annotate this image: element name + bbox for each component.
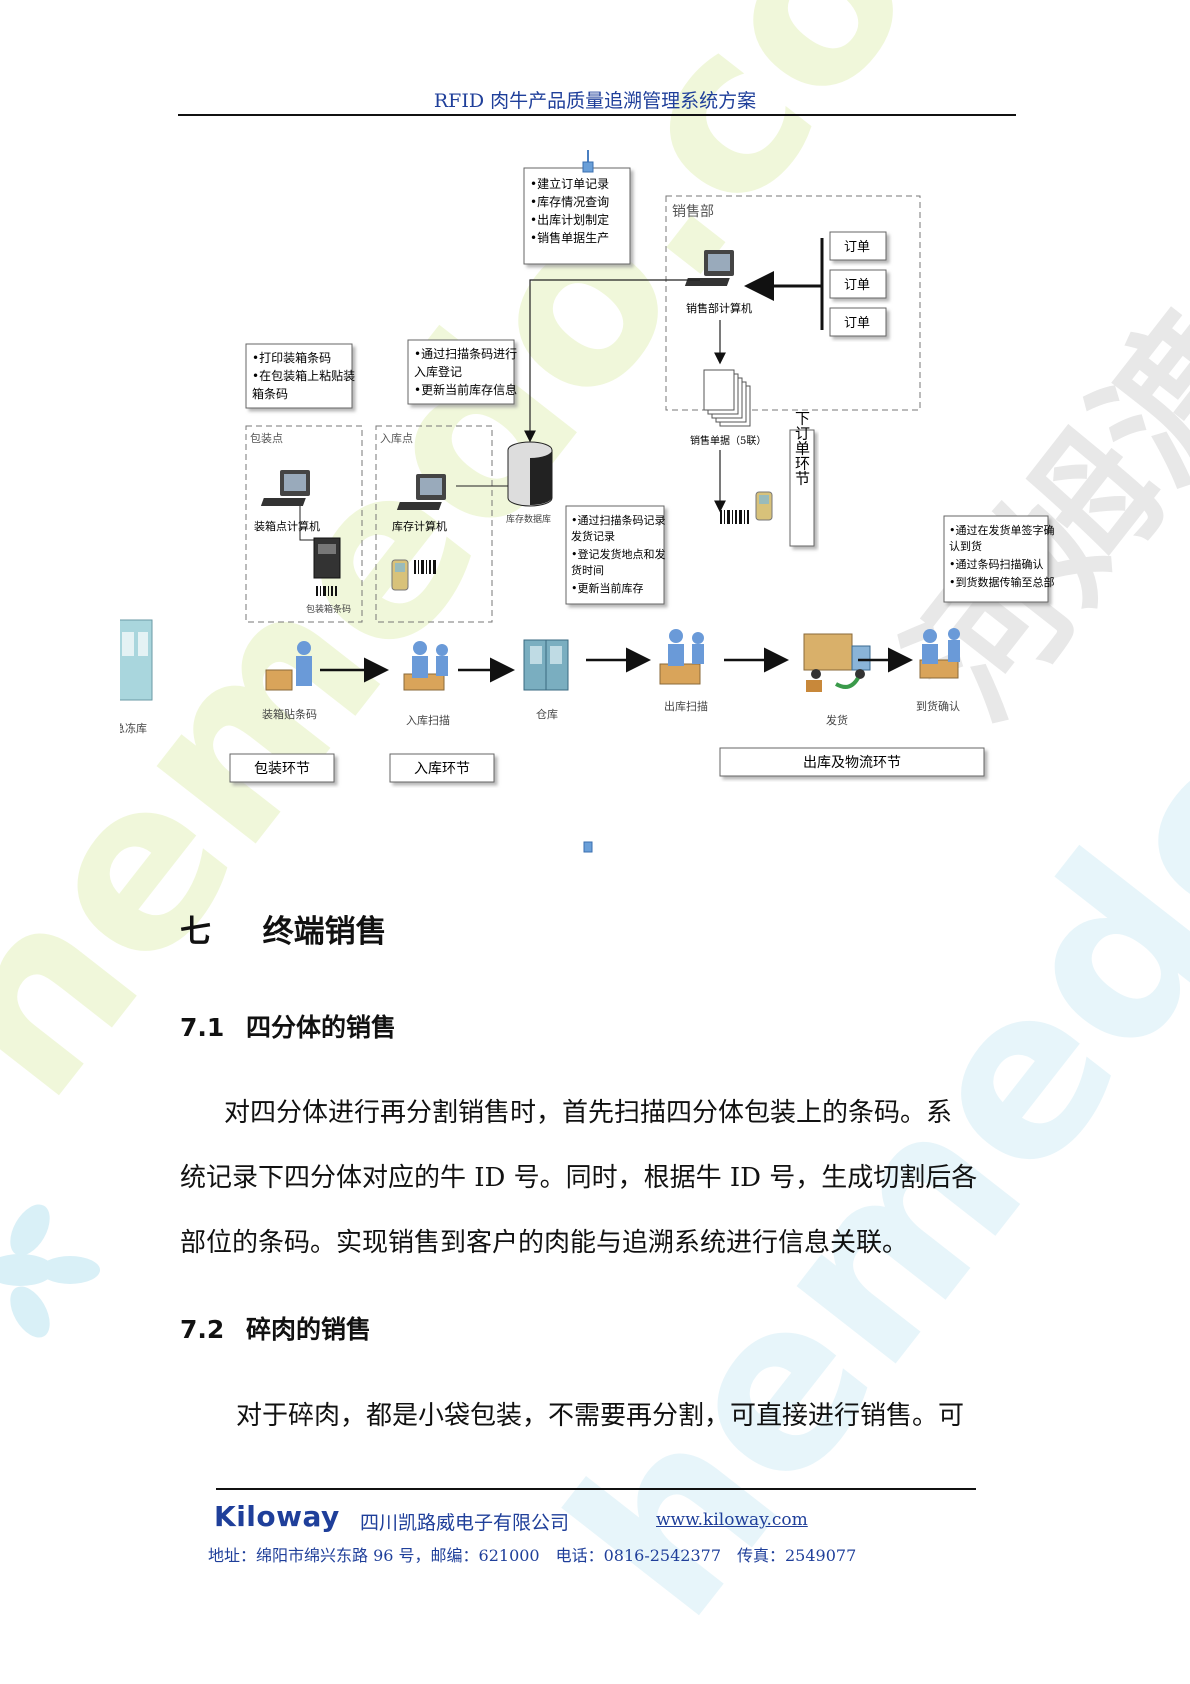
- subsection-title: 四分体的销售: [246, 1013, 397, 1042]
- svg-text:发货记录: 发货记录: [571, 529, 615, 543]
- order-record-line: •库存情况查询: [530, 194, 609, 209]
- sales-dept-region: 销售部 销售部计算机 订单 订单 订单: [665, 195, 921, 411]
- svg-text:装箱贴条码: 装箱贴条码: [262, 707, 317, 721]
- svg-text:•通过扫描条码进行: •通过扫描条码进行: [414, 347, 517, 361]
- order-record-box: •建立订单记录 •库存情况查询 •出库计划制定 •销售单据生产: [523, 150, 631, 265]
- svg-text:•更新当前库存: •更新当前库存: [571, 581, 644, 595]
- barcode-icon: [414, 560, 436, 574]
- footer-rule: [216, 1488, 976, 1490]
- svg-text:出库及物流环节: 出库及物流环节: [803, 755, 901, 771]
- order-record-line: •销售单据生产: [530, 230, 609, 245]
- barcode-icon: [316, 586, 337, 596]
- flow-node-outbound-scan-icon: [659, 629, 704, 685]
- svg-text:入库环节: 入库环节: [414, 761, 470, 777]
- footer-brand-logo: Kiloway: [214, 1500, 340, 1533]
- database-icon: [507, 441, 553, 507]
- ship-info-box: •通过扫描条码记录 发货记录 •登记发货地点和发 货时间 •更新当前库存: [565, 505, 666, 605]
- svg-text:入库登记: 入库登记: [414, 364, 462, 379]
- flow-node-warehouse-icon: [523, 639, 569, 691]
- process-flow-diagram: •建立订单记录 •库存情况查询 •出库计划制定 •销售单据生产 销售部 销售部计…: [120, 150, 1055, 853]
- flow-node-shipping-truck-icon: [803, 633, 871, 692]
- paragraph-line: 对四分体进行再分割销售时，首先扫描四分体包装上的条码。系: [224, 1098, 953, 1128]
- svg-text:装箱点计算机: 装箱点计算机: [254, 519, 320, 533]
- pack-computer-icon: [260, 470, 310, 506]
- page-header-title: RFID 肉牛产品质量追溯管理系统方案: [433, 90, 757, 112]
- svg-text:•在包装箱上粘贴装: •在包装箱上粘贴装: [252, 368, 355, 383]
- svg-text:库存计算机: 库存计算机: [392, 519, 447, 533]
- sales-docs-label: 销售单据（5联）: [690, 434, 766, 447]
- handheld-scanner-icon: [755, 491, 773, 521]
- stock-computer-icon: [396, 474, 446, 510]
- flow-node-pack-icon: [265, 641, 312, 691]
- subsection-number: 7.2: [180, 1315, 225, 1344]
- order-slip: 订单: [829, 269, 887, 299]
- flow-node-arrival-icon: [919, 628, 960, 679]
- pack-point-region: 包装点 装箱点计算机 包装箱条码: [245, 425, 363, 623]
- order-record-line: •建立订单记录: [530, 176, 609, 191]
- section-title: 终端销售: [262, 914, 387, 950]
- flow-node-inbound-scan-icon: [403, 641, 448, 691]
- sales-docs-stack-icon: [703, 369, 751, 427]
- svg-text:•更新当前库存信息: •更新当前库存信息: [414, 382, 517, 397]
- svg-text:库存数据库: 库存数据库: [506, 513, 551, 525]
- svg-text:发货: 发货: [826, 713, 848, 727]
- order-slip: 订单: [829, 231, 887, 261]
- svg-text:•通过在发货单签字确: •通过在发货单签字确: [949, 523, 1055, 537]
- svg-text:包装环节: 包装环节: [254, 761, 310, 777]
- svg-text:包装箱条码: 包装箱条码: [306, 603, 351, 615]
- svg-text:包装点: 包装点: [250, 432, 283, 445]
- svg-text:出库扫描: 出库扫描: [664, 699, 708, 713]
- stage-label-pack: 包装环节: [229, 753, 335, 783]
- order-slip: 订单: [829, 307, 887, 337]
- stock-info-box: •通过扫描条码进行 入库登记 •更新当前库存信息: [407, 339, 517, 405]
- svg-text:•登记发货地点和发: •登记发货地点和发: [571, 547, 666, 561]
- paragraph-line: 对于碎肉，都是小袋包装，不需要再分割，可直接进行销售。可: [236, 1401, 965, 1431]
- order-record-line: •出库计划制定: [530, 212, 609, 227]
- subsection-title: 碎肉的销售: [246, 1315, 372, 1344]
- svg-text:•打印装箱条码: •打印装箱条码: [252, 350, 331, 365]
- footer-company-name: 四川凯路威电子有限公司: [360, 1512, 570, 1534]
- paragraph-line: 统记录下四分体对应的牛 ID 号。同时，根据牛 ID 号，生成切割后各: [180, 1163, 978, 1193]
- svg-text:订单: 订单: [844, 240, 870, 255]
- section-heading: 七 终端销售: [180, 906, 387, 951]
- handheld-scanner-icon: [391, 559, 409, 591]
- sales-pc-label: 销售部计算机: [686, 301, 752, 315]
- svg-text:到货确认: 到货确认: [916, 699, 960, 713]
- header-rule: [178, 114, 1016, 116]
- stock-point-region: 入库点 库存计算机: [375, 425, 493, 623]
- footer-address: 地址：绵阳市绵兴东路 96 号，邮编：621000 电话：0816-254237…: [208, 1546, 857, 1565]
- paragraph-7-1: 对四分体进行再分割销售时，首先扫描四分体包装上的条码。系 统记录下四分体对应的牛…: [180, 1081, 1016, 1276]
- svg-text:入库扫描: 入库扫描: [406, 713, 450, 727]
- svg-text:箱条码: 箱条码: [252, 386, 288, 401]
- subsection-heading-7-1: 7.1 四分体的销售: [180, 1008, 396, 1044]
- sales-dept-label: 销售部: [672, 204, 714, 220]
- section-number: 七: [180, 914, 211, 950]
- svg-text:订单: 订单: [844, 278, 870, 293]
- svg-text:•通过扫描条码记录: •通过扫描条码记录: [571, 513, 666, 527]
- cold-store-icon: [120, 619, 153, 701]
- svg-text:货时间: 货时间: [571, 563, 604, 577]
- arrival-info-box: •通过在发货单签字确 认到货 •通过条码扫描确认 •到货数据传输至总部: [943, 515, 1055, 603]
- pack-info-box: •打印装箱条码 •在包装箱上粘贴装 箱条码: [245, 343, 355, 409]
- subsection-number: 7.1: [180, 1013, 225, 1042]
- stage-label-stock: 入库环节: [389, 753, 495, 783]
- svg-text:认到货: 认到货: [949, 539, 982, 553]
- paragraph-line: 部位的条码。实现销售到客户的肉能与追溯系统进行信息关联。: [180, 1228, 909, 1258]
- order-stage-label: 下订单环节: [793, 411, 811, 486]
- label-printer-icon: [313, 537, 341, 579]
- barcode-icon: [720, 510, 749, 524]
- cold-store-label: 急冻库: [120, 721, 147, 735]
- subsection-heading-7-2: 7.2 碎肉的销售: [180, 1310, 371, 1346]
- footer-website-link[interactable]: www.kiloway.com: [656, 1510, 808, 1530]
- svg-text:•通过条码扫描确认: •通过条码扫描确认: [949, 557, 1044, 571]
- svg-text:入库点: 入库点: [380, 432, 413, 445]
- watermark-flower-icon: [0, 1204, 100, 1338]
- svg-text:•到货数据传输至总部: •到货数据传输至总部: [949, 575, 1055, 589]
- svg-text:仓库: 仓库: [536, 707, 558, 721]
- paragraph-7-2: 对于碎肉，都是小袋包装，不需要再分割，可直接进行销售。可: [180, 1384, 1016, 1449]
- stage-label-ship: 出库及物流环节: [719, 747, 985, 777]
- svg-text:订单: 订单: [844, 316, 870, 331]
- order-stage-box: 下订单环节: [789, 411, 815, 547]
